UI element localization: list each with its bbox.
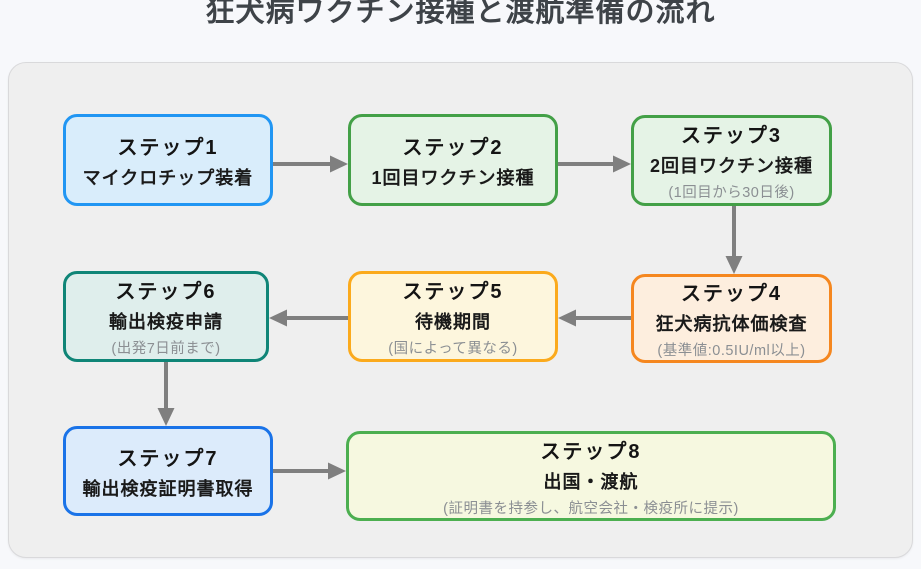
step-5-note: (国によって異なる) (388, 341, 518, 357)
step-1-text: マイクロチップ装着 (82, 167, 254, 188)
arrow-step2-to-step3 (558, 155, 631, 173)
flowchart-canvas: ステップ1 マイクロチップ装着 ステップ2 1回目ワクチン接種 ステップ3 2回… (8, 62, 913, 558)
step-3-text: 2回目ワクチン接種 (649, 156, 813, 176)
step-1-box: ステップ1 マイクロチップ装着 (63, 114, 273, 206)
step-2-box: ステップ2 1回目ワクチン接種 (348, 114, 558, 206)
step-6-text: 輸出検疫申請 (109, 312, 223, 332)
arrow-step6-to-step7 (157, 362, 175, 426)
step-5-box: ステップ5 待機期間 (国によって異なる) (348, 271, 558, 362)
step-7-label: ステップ7 (117, 447, 219, 470)
step-3-label: ステップ3 (680, 125, 783, 147)
step-5-label: ステップ5 (402, 281, 504, 303)
arrow-step7-to-step8 (273, 462, 346, 480)
step-8-text: 出国・渡航 (543, 471, 639, 492)
step-2-label: ステップ2 (402, 136, 504, 159)
step-7-text: 輸出検疫証明書取得 (82, 478, 254, 499)
step-4-note: (基準値:0.5IU/ml以上) (657, 343, 806, 359)
step-3-box: ステップ3 2回目ワクチン接種 (1回目から30日後) (631, 115, 832, 206)
page-title: 狂犬病ワクチン接種と渡航準備の流れ (205, 0, 716, 28)
flow-arrows (157, 155, 743, 480)
arrow-step1-to-step2 (273, 155, 348, 173)
step-6-box: ステップ6 輸出検疫申請 (出発7日前まで) (63, 271, 269, 362)
step-7-box: ステップ7 輸出検疫証明書取得 (63, 426, 273, 516)
step-6-label: ステップ6 (115, 281, 217, 303)
arrow-step5-to-step6 (269, 309, 348, 327)
step-8-label: ステップ8 (540, 440, 642, 463)
step-1-label: ステップ1 (117, 136, 219, 159)
step-6-note: (出発7日前まで) (111, 341, 221, 357)
step-4-box: ステップ4 狂犬病抗体価検査 (基準値:0.5IU/ml以上) (631, 274, 832, 363)
step-5-text: 待機期間 (415, 312, 491, 332)
arrow-step4-to-step5 (558, 309, 631, 327)
step-8-note: (証明書を持参し、航空会社・検疫所に提示) (443, 500, 739, 517)
step-4-text: 狂犬病抗体価検査 (655, 314, 808, 334)
step-8-box: ステップ8 出国・渡航 (証明書を持参し、航空会社・検疫所に提示) (346, 431, 836, 521)
step-2-text: 1回目ワクチン接種 (371, 167, 535, 188)
step-3-note: (1回目から30日後) (668, 185, 795, 201)
step-4-label: ステップ4 (680, 283, 783, 305)
arrow-step3-to-step4 (725, 206, 743, 274)
